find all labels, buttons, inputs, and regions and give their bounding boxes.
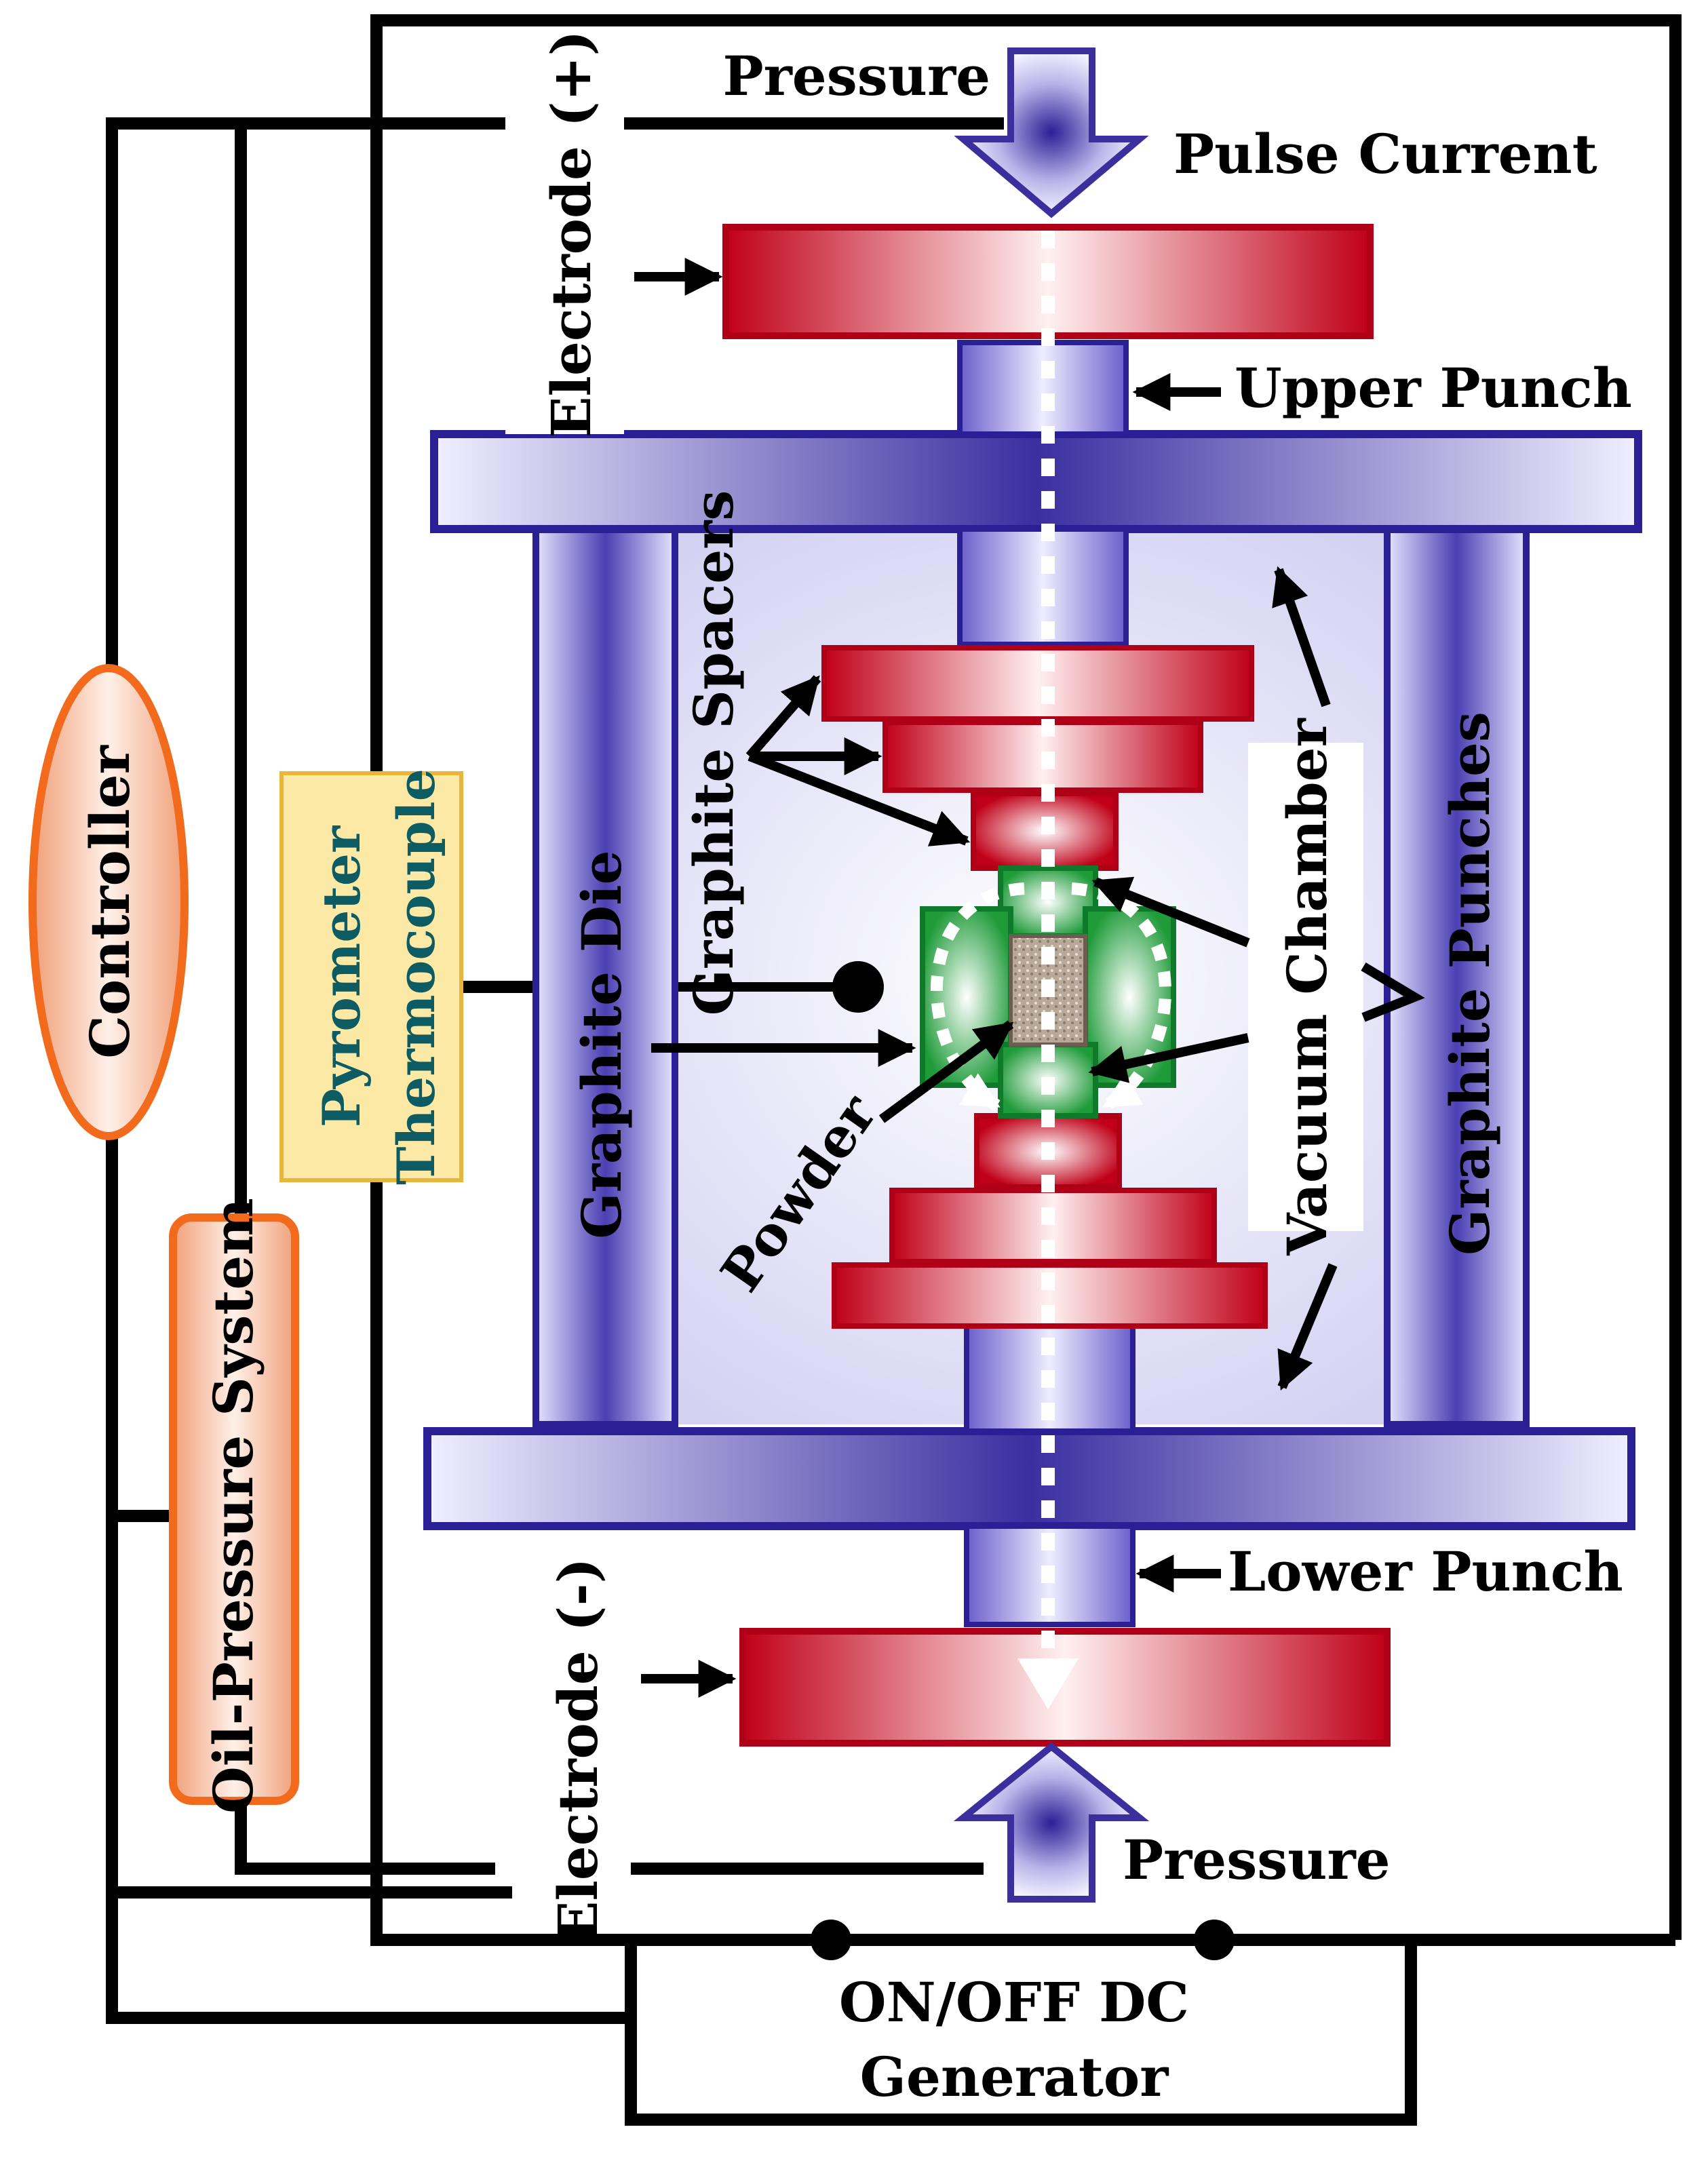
current-loop-left xyxy=(931,882,1025,1111)
dc-generator-box xyxy=(625,1934,1417,2126)
electrode-plus-label: Electrode (+) xyxy=(539,31,603,438)
upper-punch-label: Upper Punch xyxy=(1235,356,1632,420)
generator-label-line1: ON/OFF DC xyxy=(839,1970,1189,2034)
electrode-minus-label-bg xyxy=(512,1567,631,1933)
pressure-top-label: Pressure xyxy=(723,44,991,108)
graphite-punches-label: Graphite Punches xyxy=(1438,712,1502,1255)
graphite-die-label: Graphite Die xyxy=(570,850,634,1239)
electrode-minus-label: Electrode (-) xyxy=(546,1557,610,1942)
electrode-negative xyxy=(739,1628,1391,1747)
pulse-current-label: Pulse Current xyxy=(1173,122,1597,186)
current-loop-right xyxy=(1071,882,1171,1111)
generator-terminal-right xyxy=(1194,1920,1235,1960)
thermocouple-label: Thermocouple xyxy=(386,768,446,1185)
graphite-punches-bracket xyxy=(1361,962,1425,1022)
pressure-arrow-bottom xyxy=(953,1742,1150,1903)
graphite-spacers-label: Graphite Spacers xyxy=(682,490,745,1016)
pressure-bottom-label: Pressure xyxy=(1123,1828,1391,1892)
oil-pressure-system-label: Oil-Pressure System xyxy=(201,1198,265,1814)
vacuum-chamber-label: Vacuum Chamber xyxy=(1275,718,1339,1255)
controller-label: Controller xyxy=(78,745,142,1058)
thermocouple-tip xyxy=(832,961,884,1013)
upper-graphite-plate xyxy=(430,430,1642,533)
lower-graphite-plate xyxy=(423,1427,1635,1530)
controller-box xyxy=(28,664,189,1140)
pyrometer-box xyxy=(279,771,463,1182)
graphite-die-left xyxy=(532,526,678,1428)
current-path-arrowhead xyxy=(1017,1658,1079,1709)
electrode-plus-label-bg xyxy=(505,37,624,434)
oil-pressure-system-box xyxy=(169,1213,299,1805)
lower-punch-label: Lower Punch xyxy=(1228,1540,1623,1603)
pressure-arrow-top xyxy=(954,47,1149,218)
generator-terminal-left xyxy=(811,1920,851,1960)
pointer-arrows xyxy=(634,258,1338,1698)
pyrometer-label: Pyrometer xyxy=(311,825,372,1127)
generator-label-line2: Generator xyxy=(860,2045,1169,2109)
upper-spacer-1 xyxy=(821,645,1254,722)
vacuum-chamber-label-bg xyxy=(1248,743,1363,1231)
upper-punch xyxy=(957,340,1129,437)
